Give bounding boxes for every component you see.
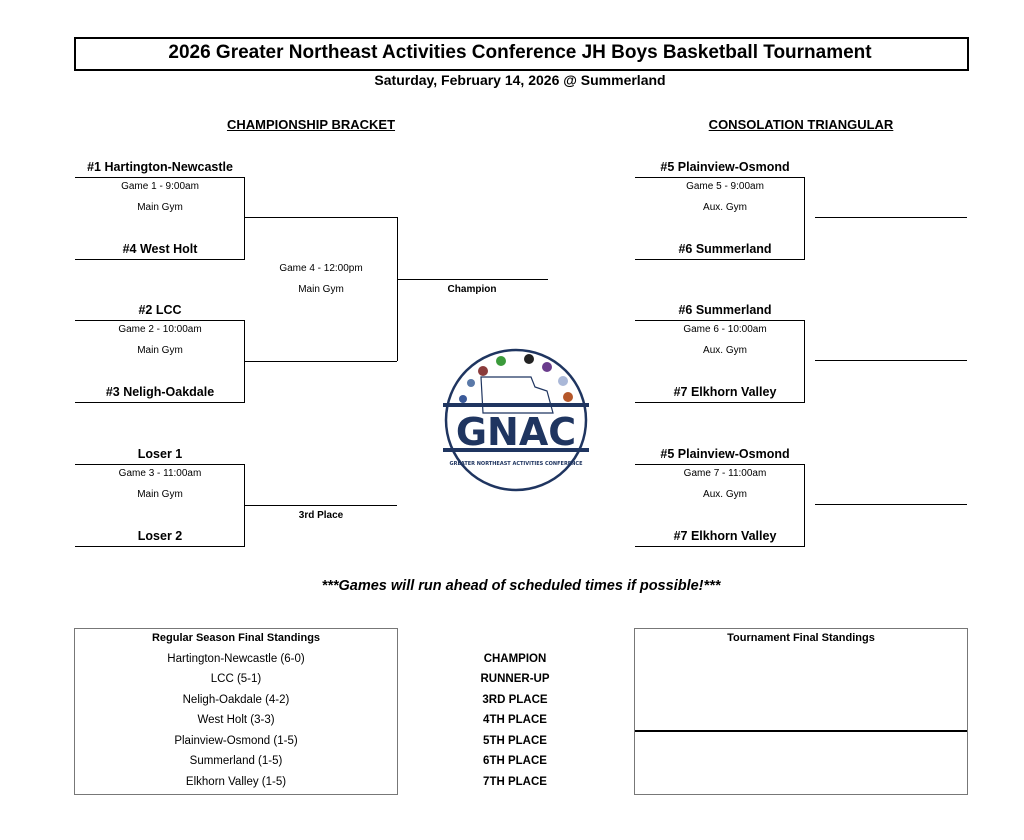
game-box [635,177,805,260]
team-top: #6 Summerland [678,303,772,317]
bracket-line [815,217,967,218]
standing-row: Neligh-Oakdale (4-2) [182,694,290,706]
final-venue: Main Gym [298,284,344,295]
place-label: CHAMPION [483,653,547,665]
standing-row: West Holt (3-3) [197,714,275,726]
regular-season-box [74,628,398,795]
team-top: #5 Plainview-Osmond [660,447,790,461]
game-venue: Main Gym [137,202,183,213]
third-place-label: 3rd Place [298,510,344,521]
final-time: Game 4 - 12:00pm [279,263,363,274]
game-venue: Aux. Gym [703,202,747,213]
standing-row: Plainview-Osmond (1-5) [174,735,298,747]
page-title: 2026 Greater Northeast Activities Confer… [168,42,872,63]
place-label: 6TH PLACE [483,755,547,767]
champion-line [397,279,548,280]
svg-text:GNAC: GNAC [456,410,576,454]
game-time: Game 7 - 11:00am [683,468,767,479]
game-venue: Main Gym [137,345,183,356]
bracket-line [397,217,398,361]
game-box [75,177,245,260]
regular-season-heading: Regular Season Final Standings [151,632,321,644]
third-place-line [245,505,397,506]
team-bottom: #6 Summerland [678,242,772,256]
team-bottom: #3 Neligh-Oakdale [105,385,215,399]
championship-heading: CHAMPIONSHIP BRACKET [226,117,396,132]
game-time: Game 3 - 11:00am [118,468,202,479]
game-time: Game 5 - 9:00am [686,181,764,192]
team-bottom: #7 Elkhorn Valley [673,385,777,399]
game-box [635,320,805,403]
team-top: #5 Plainview-Osmond [660,160,790,174]
bracket-line [815,504,967,505]
place-label: RUNNER-UP [480,673,550,685]
game-venue: Main Gym [137,489,183,500]
team-top: Loser 1 [137,447,183,461]
tournament-standings-box [634,628,968,795]
title-box [74,37,969,71]
standing-row: LCC (5-1) [210,673,262,685]
team-bottom: Loser 2 [137,529,183,543]
game-box [635,464,805,547]
place-label: 4TH PLACE [483,714,547,726]
bracket-line [245,361,397,362]
standings-divider [635,730,967,732]
page-subtitle: Saturday, February 14, 2026 @ Summerland [374,72,666,88]
team-top: #1 Hartington-Newcastle [87,160,233,174]
team-top: #2 LCC [138,303,182,317]
place-label: 5TH PLACE [483,735,547,747]
game-box [75,320,245,403]
standing-row: Summerland (1-5) [189,755,283,767]
bracket-line [245,217,397,218]
schedule-note: ***Games will run ahead of scheduled tim… [321,578,721,594]
svg-text:GREATER NORTHEAST ACTIVITIES C: GREATER NORTHEAST ACTIVITIES CONFERENCE [449,461,583,467]
place-label: 7TH PLACE [483,776,547,788]
standing-row: Hartington-Newcastle (6-0) [167,653,305,665]
game-venue: Aux. Gym [703,489,747,500]
champion-label: Champion [447,284,497,295]
consolation-heading: CONSOLATION TRIANGULAR [708,117,894,132]
game-time: Game 2 - 10:00am [118,324,202,335]
game-venue: Aux. Gym [703,345,747,356]
gnac-logo: GNAC GREATER NORTHEAST ACTIVITIES CONFER… [443,348,589,492]
team-bottom: #7 Elkhorn Valley [673,529,777,543]
game-box [75,464,245,547]
game-time: Game 6 - 10:00am [683,324,767,335]
place-label: 3RD PLACE [482,694,548,706]
standing-row: Elkhorn Valley (1-5) [185,776,287,788]
bracket-line [815,360,967,361]
game-time: Game 1 - 9:00am [121,181,199,192]
team-bottom: #4 West Holt [122,242,198,256]
tournament-standings-heading: Tournament Final Standings [727,632,875,644]
